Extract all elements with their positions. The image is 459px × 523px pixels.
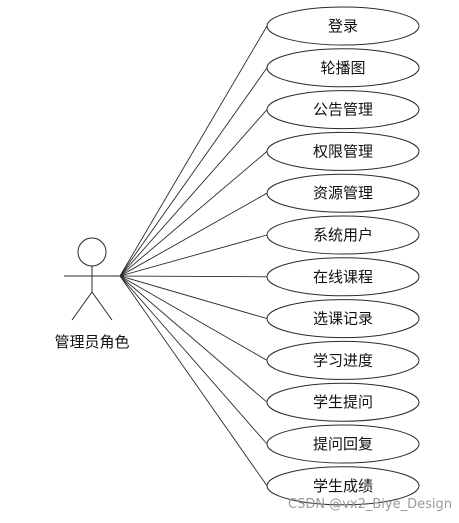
use-case-ellipse (266, 340, 420, 380)
association-line (119, 275, 268, 278)
use-case-label: 提问回复 (313, 435, 373, 453)
use-case: 登录 (266, 6, 420, 46)
use-case: 在线课程 (266, 257, 420, 297)
use-case-label: 资源管理 (313, 184, 373, 202)
use-case: 提问回复 (266, 424, 420, 464)
use-case-label: 学生提问 (313, 393, 373, 411)
association-line (119, 192, 268, 277)
use-case: 选课记录 (266, 299, 420, 339)
use-case-ellipse (266, 215, 420, 255)
actor-right-leg (91, 291, 113, 321)
association-line (119, 275, 268, 361)
use-case: 权限管理 (266, 131, 420, 171)
watermark-text: CSDN @vx2_Biye_Design (288, 497, 452, 512)
association-line (119, 275, 268, 403)
use-case-ellipse (266, 131, 420, 171)
actor-left-leg (71, 291, 93, 321)
association-line (119, 275, 268, 445)
use-case-label: 选课记录 (313, 310, 373, 328)
use-case: 系统用户 (266, 215, 420, 255)
use-case-label: 学习进度 (313, 351, 373, 369)
use-case: 公告管理 (266, 90, 420, 130)
association-line (119, 275, 268, 487)
use-case-ellipse (266, 466, 420, 506)
association-line (119, 109, 268, 277)
use-case-ellipse (266, 382, 420, 422)
use-case: 学生提问 (266, 382, 420, 422)
use-case-ellipse (266, 48, 420, 88)
use-case-label: 权限管理 (313, 142, 373, 160)
association-lines (119, 25, 268, 487)
use-case-label: 系统用户 (313, 226, 373, 244)
use-case: 学生成绩 (266, 466, 420, 506)
use-case: 资源管理 (266, 173, 420, 213)
actor-figure: 管理员角色 (54, 237, 130, 351)
use-case-label: 在线课程 (313, 268, 373, 286)
use-case: 学习进度 (266, 340, 420, 380)
use-case: 轮播图 (266, 48, 420, 88)
use-case-ellipse (266, 257, 420, 297)
association-line (119, 275, 268, 320)
use-case-ellipse (266, 299, 420, 339)
use-case-ellipse (266, 424, 420, 464)
association-line (119, 234, 268, 277)
use-case-ellipse (266, 6, 420, 46)
use-case-label: 公告管理 (313, 101, 373, 119)
use-case-list: 登录轮播图公告管理权限管理资源管理系统用户在线课程选课记录学习进度学生提问提问回… (266, 6, 420, 506)
association-line (119, 25, 268, 277)
use-case-ellipse (266, 90, 420, 130)
use-case-label: 轮播图 (320, 59, 365, 77)
use-case-label: 登录 (328, 17, 358, 35)
actor-label: 管理员角色 (54, 333, 129, 351)
association-line (119, 151, 268, 277)
actor-head (77, 237, 107, 267)
association-line (119, 67, 268, 277)
use-case-ellipse (266, 173, 420, 213)
use-case-label: 学生成绩 (313, 477, 373, 495)
